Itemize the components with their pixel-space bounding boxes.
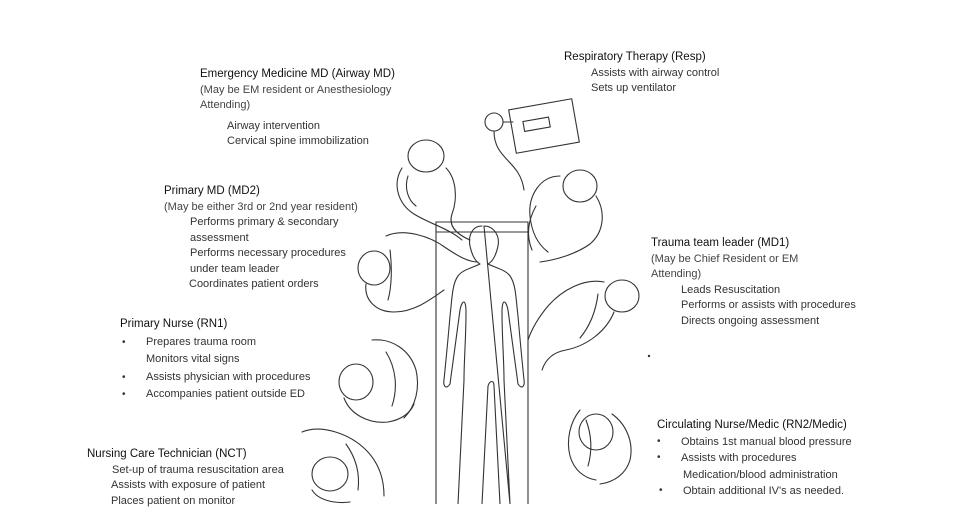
md1-block: Trauma team leader (MD1) (May be Chief R… <box>651 236 856 329</box>
rn1-item: Assists physician with procedures <box>146 369 310 387</box>
nct-item: Places patient on monitor <box>87 494 284 509</box>
md2-item: assessment <box>164 231 358 247</box>
stretcher <box>436 222 528 504</box>
rn2-item: Medication/blood administration <box>683 467 852 484</box>
md1-note: (May be Chief Resident or EM <box>651 252 856 268</box>
rn1-block: Primary Nurse (RN1) Prepares trauma room… <box>120 316 310 404</box>
airway-md-block: Emergency Medicine MD (Airway MD) (May b… <box>200 67 395 150</box>
rn2-item: Obtains 1st manual blood pressure <box>681 434 852 451</box>
rn2-block: Circulating Nurse/Medic (RN2/Medic) Obta… <box>657 417 852 500</box>
nct-title: Nursing Care Technician (NCT) <box>87 447 284 463</box>
nct-figure <box>302 429 384 502</box>
ventilator <box>485 99 579 190</box>
md2-item: Coordinates patient orders <box>164 277 358 293</box>
respiratory-therapist-figure <box>529 170 603 262</box>
rn2-item: Obtain additional IV's as needed. <box>683 483 852 500</box>
rn1-figure <box>339 340 418 422</box>
md2-block: Primary MD (MD2) (May be either 3rd or 2… <box>164 184 358 293</box>
resp-block: Respiratory Therapy (Resp) Assists with … <box>564 50 719 97</box>
rn2-title: Circulating Nurse/Medic (RN2/Medic) <box>657 417 852 434</box>
md1-figure <box>528 280 639 370</box>
md2-title: Primary MD (MD2) <box>164 184 358 200</box>
rn2-figure <box>568 410 631 484</box>
rn2-item: Assists with procedures <box>681 450 852 467</box>
airway-md-item: Airway intervention <box>200 119 395 135</box>
md1-item: Leads Resuscitation <box>651 283 856 299</box>
resp-item: Sets up ventilator <box>564 81 719 97</box>
airway-md-note: Attending) <box>200 98 395 114</box>
nct-item: Set-up of trauma resuscitation area <box>87 463 284 479</box>
resp-title: Respiratory Therapy (Resp) <box>564 50 719 66</box>
rn1-item: Monitors vital signs <box>146 351 310 369</box>
md2-item: Performs primary & secondary <box>164 215 358 231</box>
nct-item: Assists with exposure of patient <box>87 478 284 494</box>
md1-title: Trauma team leader (MD1) <box>651 236 856 252</box>
md2-item: Performs necessary procedures <box>164 246 358 262</box>
md1-item: Performs or assists with procedures <box>651 298 856 314</box>
airway-md-title: Emergency Medicine MD (Airway MD) <box>200 67 395 83</box>
airway-md-note: (May be EM resident or Anesthesiology <box>200 83 395 99</box>
rn1-item: Accompanies patient outside ED <box>146 386 310 404</box>
patient-figure <box>444 226 524 504</box>
md2-item: under team leader <box>164 262 358 278</box>
airway-md-item: Cervical spine immobilization <box>200 134 395 150</box>
dot-mark <box>648 355 650 357</box>
md1-note: Attending) <box>651 267 856 283</box>
md2-figure <box>358 233 478 312</box>
rn1-item: Prepares trauma room <box>146 334 310 352</box>
airway-md-figure <box>397 140 470 240</box>
md2-note: (May be either 3rd or 2nd year resident) <box>164 200 358 216</box>
md1-item: Directs ongoing assessment <box>651 314 856 330</box>
nct-block: Nursing Care Technician (NCT) Set-up of … <box>87 447 284 509</box>
rn1-title: Primary Nurse (RN1) <box>120 316 310 334</box>
resp-item: Assists with airway control <box>564 66 719 82</box>
